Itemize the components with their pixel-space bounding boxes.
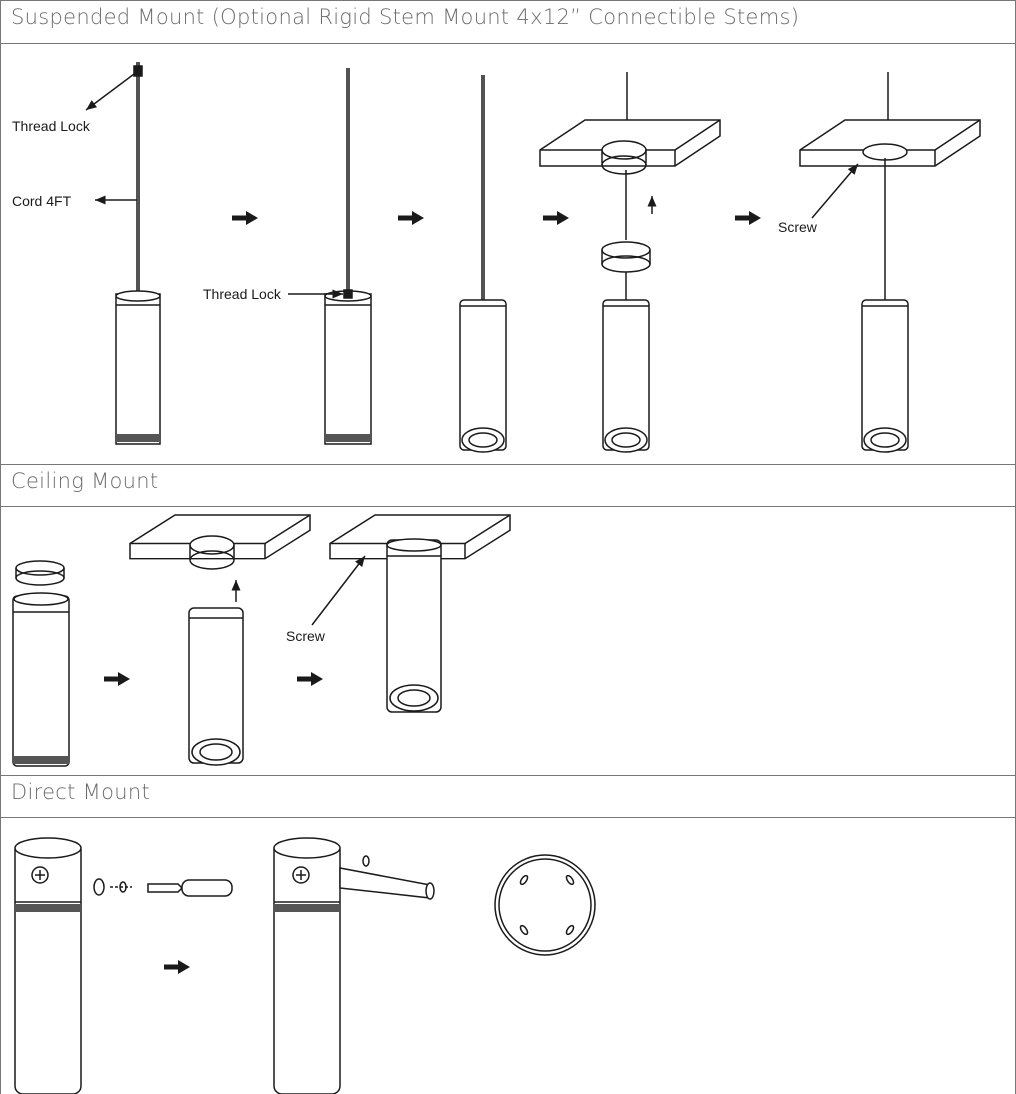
ceiling-mount-title: Ceiling Mount <box>11 469 159 493</box>
ceiling-step2-fixture <box>129 514 311 766</box>
direct-mount-header: Direct Mount <box>0 775 1016 818</box>
direct-step1-fixture <box>14 837 82 1094</box>
step-arrow <box>543 211 569 225</box>
suspended-step1-fixture <box>115 62 161 445</box>
ceiling-step3-fixture <box>329 514 511 713</box>
direct-stem-parts <box>93 878 233 897</box>
suspended-mount-title: Suspended Mount (Optional Rigid Stem Mou… <box>11 5 800 29</box>
thread-lock-pointer <box>85 73 135 111</box>
suspended-step2-fixture <box>324 68 372 445</box>
mounting-plate <box>494 854 596 956</box>
step-arrow <box>232 211 258 225</box>
screw-ceiling-pointer <box>311 555 366 626</box>
suspended-step5-fixture <box>799 72 981 453</box>
screw-ceiling-label: Screw <box>286 628 326 644</box>
step-arrow <box>164 960 190 974</box>
ceiling-step1-fixture <box>12 560 70 767</box>
cord-label: Cord 4FT <box>12 193 72 209</box>
suspended-step4-fixture <box>539 72 721 453</box>
screw-step5-label: Screw <box>778 219 818 235</box>
ceiling-mount-header: Ceiling Mount <box>0 464 1016 507</box>
thread-lock-label: Thread Lock <box>12 118 91 134</box>
screw-step5-pointer <box>811 163 859 219</box>
direct-step2-fixture <box>273 837 435 1094</box>
step-arrow <box>297 672 323 686</box>
suspended-step3-fixture <box>459 75 507 453</box>
direct-mount-title: Direct Mount <box>11 780 150 804</box>
suspended-mount-header: Suspended Mount (Optional Rigid Stem Mou… <box>0 0 1016 44</box>
step-arrow <box>735 211 761 225</box>
step-arrow <box>398 211 424 225</box>
thread-lock-step2-label: Thread Lock <box>203 286 282 302</box>
step-arrow <box>104 672 130 686</box>
